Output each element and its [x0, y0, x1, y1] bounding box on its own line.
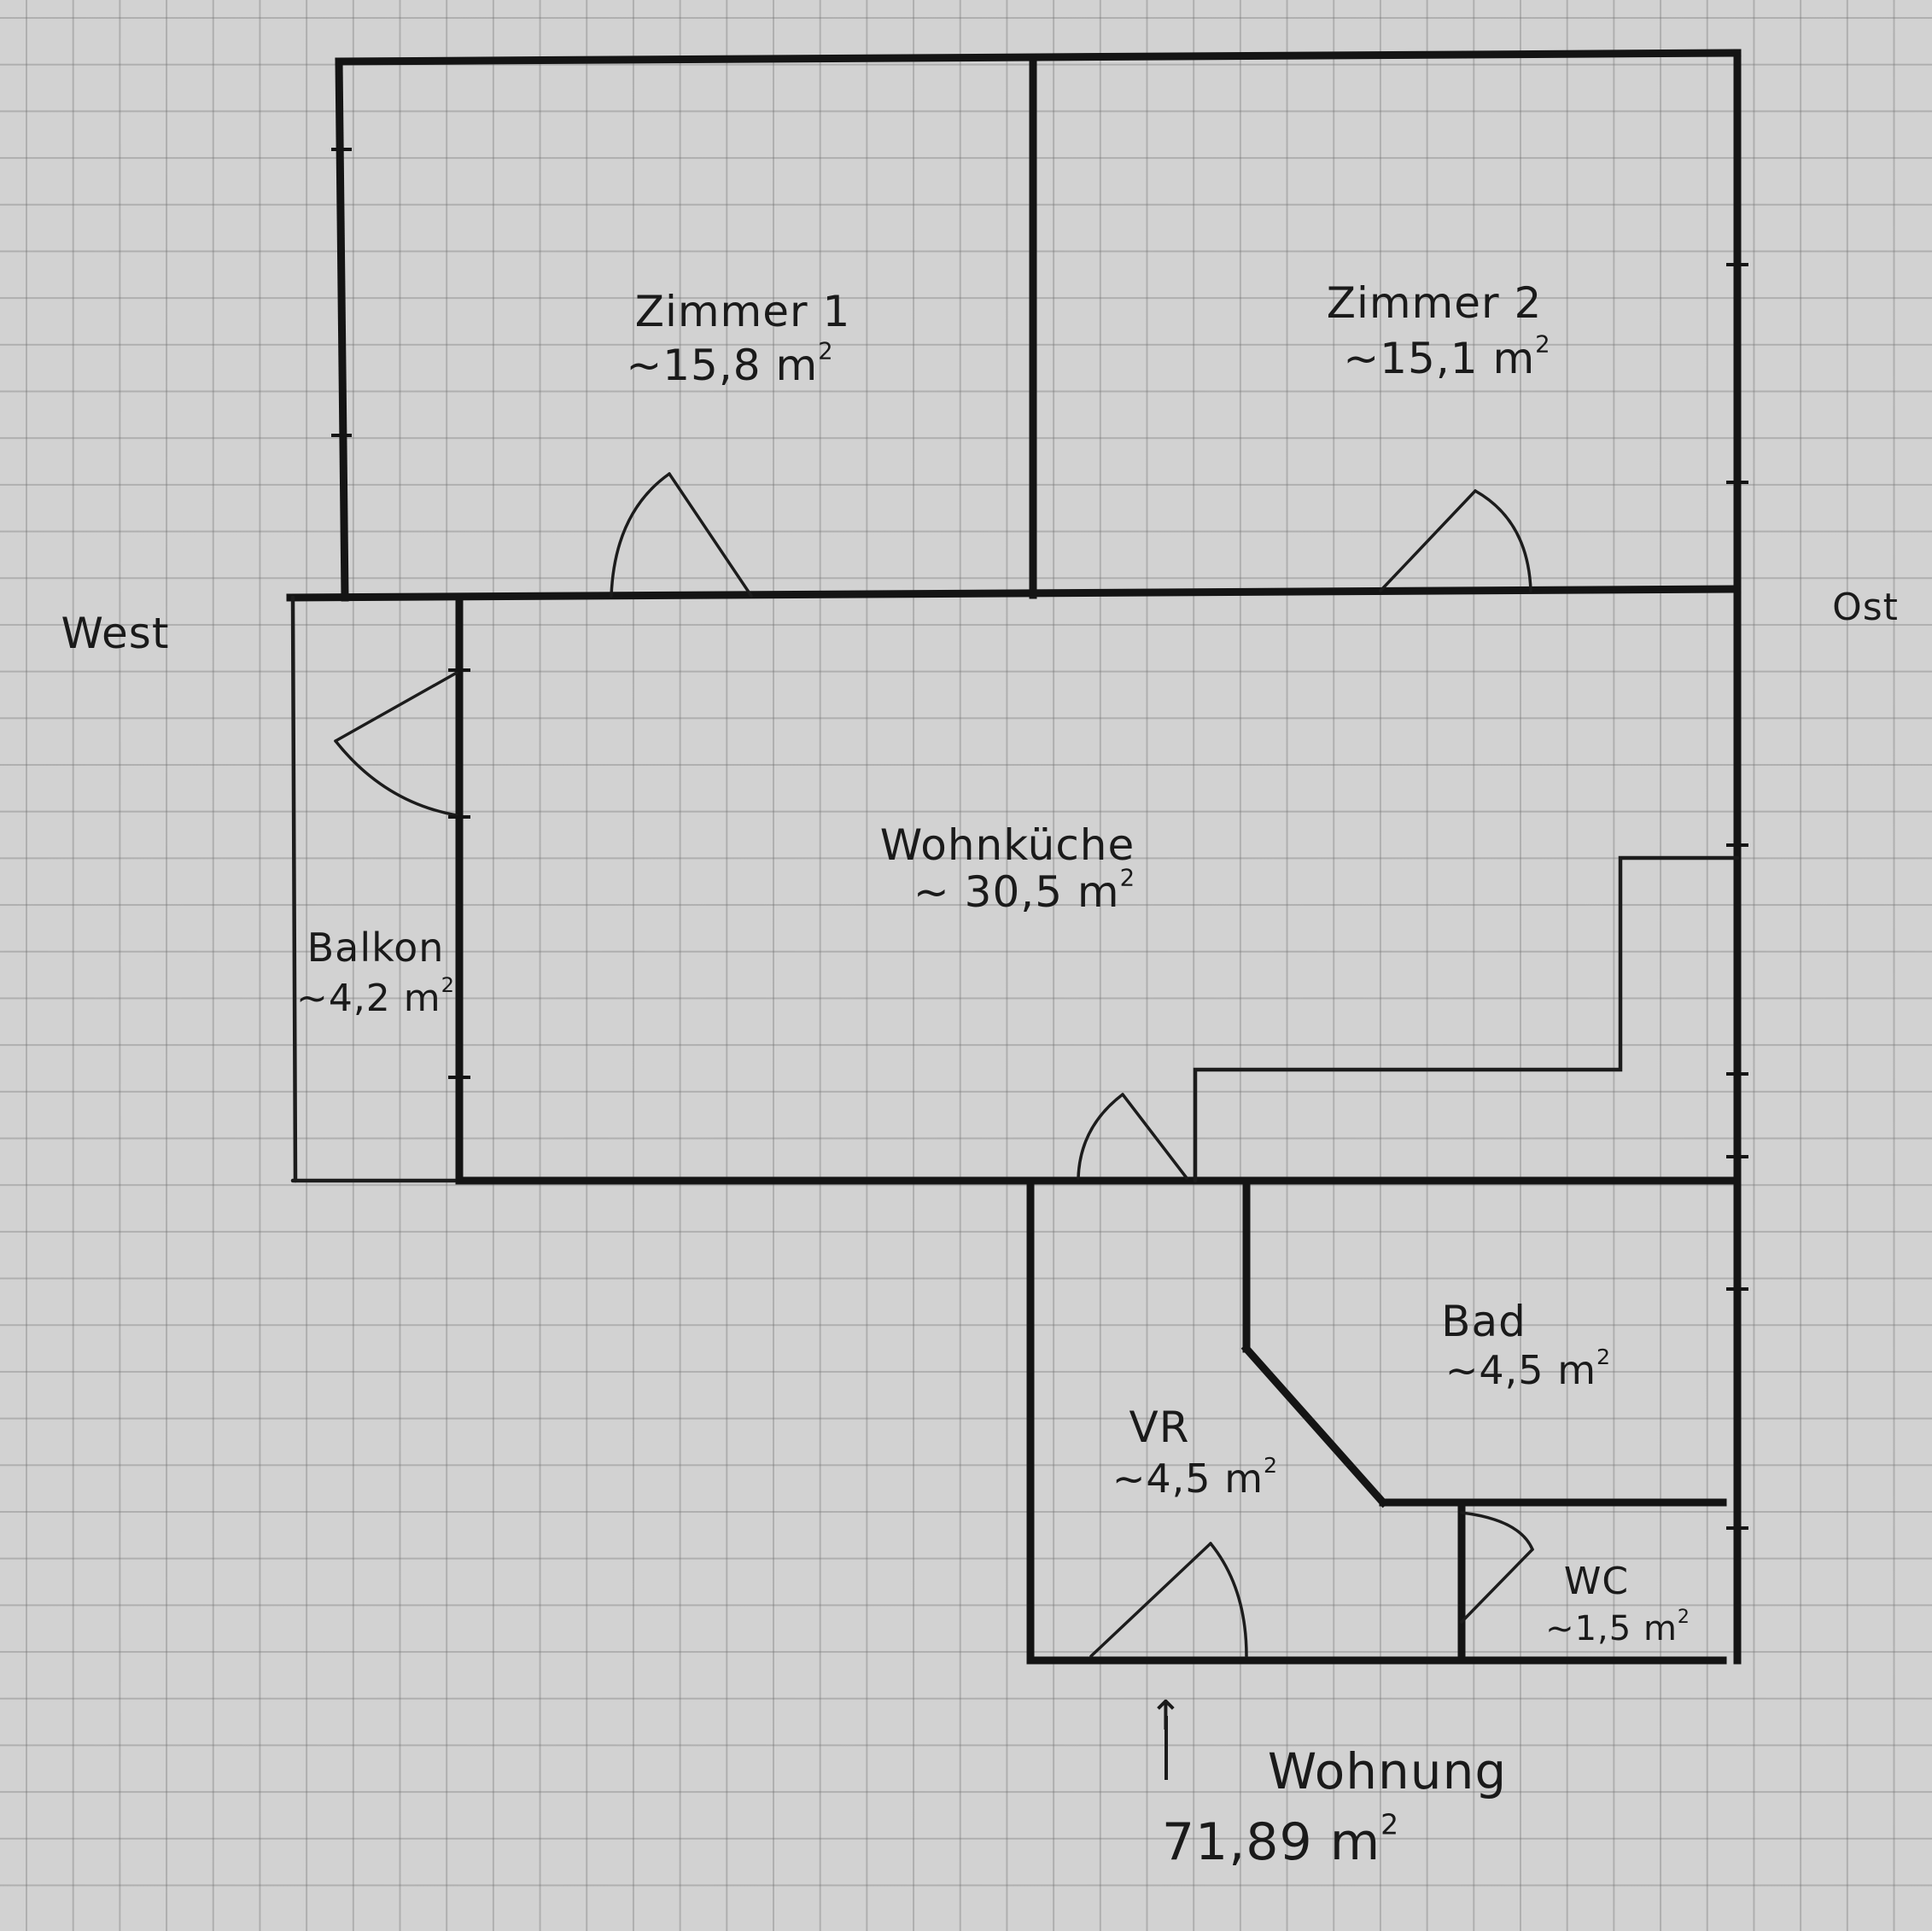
wall-bad-diagonal [1240, 1343, 1389, 1508]
window-marks [331, 148, 1748, 1530]
wall-north [335, 49, 1742, 66]
room-balkon-area: ~4,2 m2 [295, 973, 456, 1020]
kitchen-counter [1193, 855, 1740, 1183]
walls [286, 49, 1742, 1665]
apartment-area: 71,89 m2 [1161, 1807, 1400, 1872]
direction-east: Ost [1832, 586, 1899, 629]
apartment-name: Wohnung [1267, 1742, 1508, 1800]
wall-zimmer1-west [335, 57, 349, 602]
room-zimmer1-name: Zimmer 1 [634, 287, 851, 336]
room-wc-name: WC [1563, 1560, 1630, 1603]
room-wohnkueche-area: ~ 30,5 m2 [913, 864, 1136, 917]
room-balkon-name: Balkon [306, 925, 445, 971]
doors [334, 472, 1534, 1658]
room-vr-area: ~4,5 m2 [1112, 1453, 1279, 1502]
room-zimmer1-area: ~15,8 m2 [626, 337, 834, 390]
room-wc-area: ~1,5 m2 [1545, 1607, 1690, 1648]
room-bad-area: ~4,5 m2 [1445, 1345, 1612, 1393]
balkon-rail-west [290, 595, 298, 1183]
room-zimmer2-area: ~15,1 m2 [1343, 330, 1551, 383]
wall-living-north [286, 585, 1742, 602]
direction-west: West [61, 609, 170, 658]
room-bad-name: Bad [1441, 1297, 1526, 1346]
room-zimmer2-name: Zimmer 2 [1326, 278, 1543, 328]
room-wohnkueche-name: Wohnküche [879, 820, 1135, 870]
room-vr-name: VR [1129, 1403, 1190, 1452]
entrance-arrow-icon: ↑ [1148, 1692, 1184, 1740]
